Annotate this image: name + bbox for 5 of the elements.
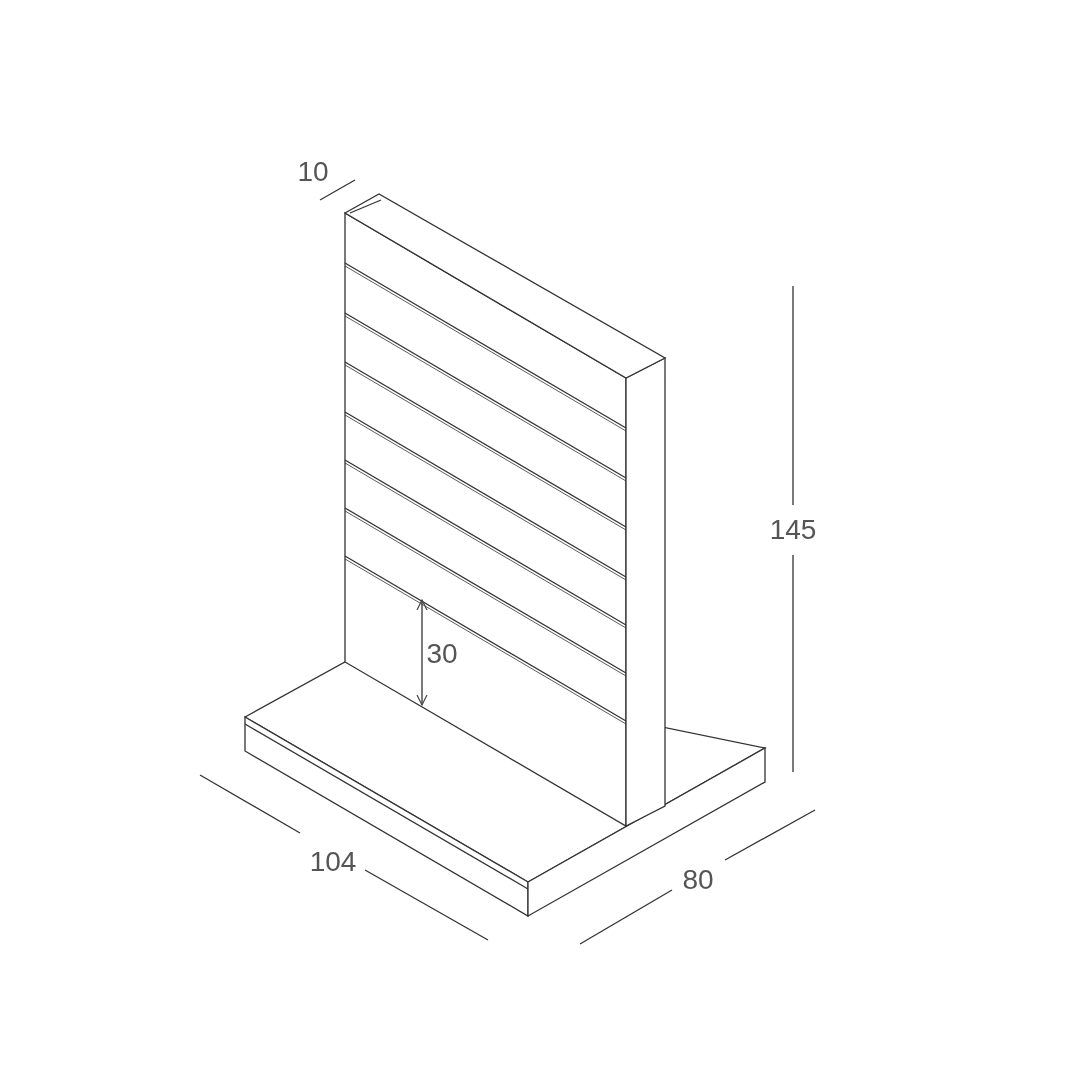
dimension-value: 145 [769, 516, 817, 544]
dimension-value: 30 [426, 640, 458, 668]
dimension-value: 10 [297, 158, 329, 186]
dimension-value: 104 [309, 848, 357, 876]
dimension-value: 80 [682, 866, 714, 894]
